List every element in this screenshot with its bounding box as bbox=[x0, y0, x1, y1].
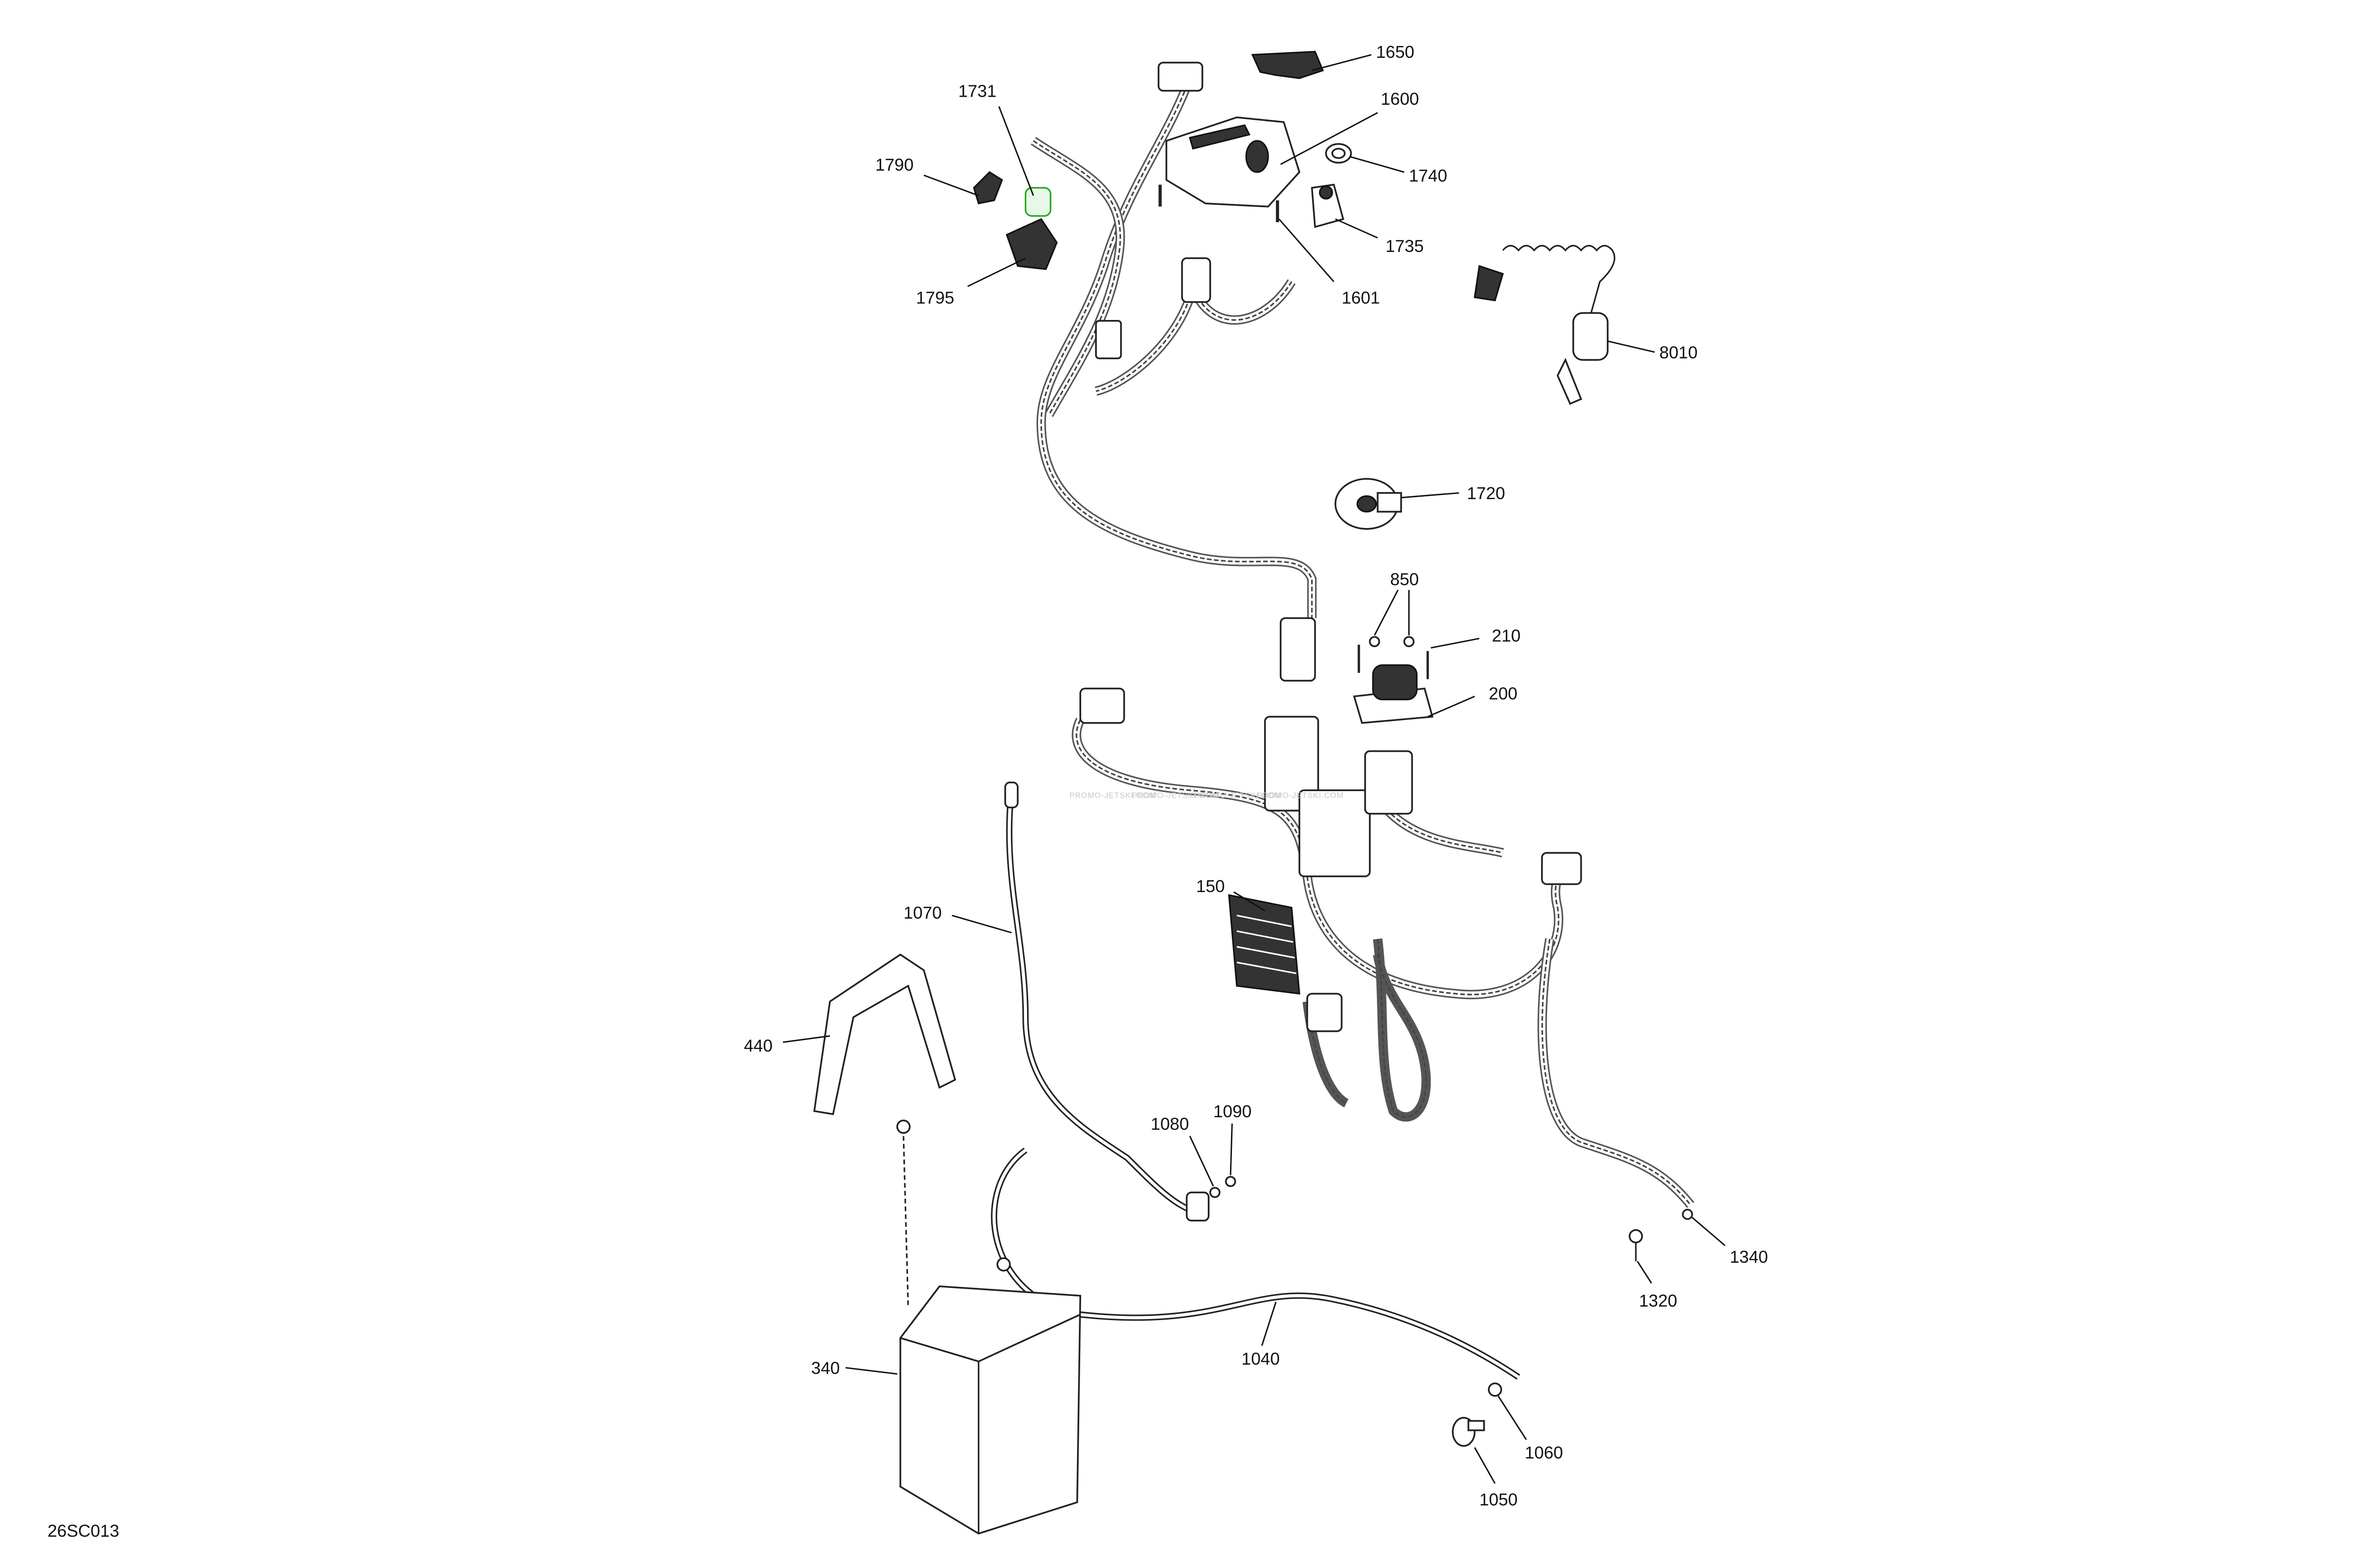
part-1731-sensor[interactable] bbox=[1024, 187, 1052, 217]
watermark: PROMO-JETSKI.COM PROMO-JETSKI.COM PROMO-… bbox=[1069, 792, 1344, 800]
part-1080-nut[interactable] bbox=[1209, 1186, 1221, 1198]
part-1090-washer[interactable] bbox=[1225, 1176, 1236, 1187]
part-1320-bolt[interactable] bbox=[1629, 1229, 1643, 1261]
callout-1320[interactable]: 1320 bbox=[1639, 1291, 1677, 1311]
part-150-voltage-regulator[interactable] bbox=[1228, 894, 1301, 995]
callout-1080[interactable]: 1080 bbox=[1151, 1114, 1189, 1134]
callout-1650[interactable]: 1650 bbox=[1376, 42, 1414, 62]
watermark-text: PROMO-JETSKI.COM bbox=[1069, 792, 1156, 800]
callout-1070[interactable]: 1070 bbox=[903, 903, 942, 922]
callout-440[interactable]: 440 bbox=[744, 1036, 773, 1056]
part-440-strap[interactable] bbox=[813, 953, 957, 1115]
watermark-text: PROMO-JETSKI.COM bbox=[1132, 792, 1219, 800]
callout-150[interactable]: 150 bbox=[1196, 876, 1225, 896]
part-1795-connector[interactable] bbox=[1005, 218, 1058, 270]
leader-lines bbox=[783, 54, 1726, 1484]
part-1070-cable[interactable] bbox=[1004, 781, 1210, 1222]
callout-1790[interactable]: 1790 bbox=[875, 155, 914, 174]
part-1060-washer[interactable] bbox=[1487, 1382, 1503, 1397]
part-1600-switch-module[interactable] bbox=[1165, 116, 1301, 208]
callout-200[interactable]: 200 bbox=[1489, 684, 1518, 703]
part-1340-nut[interactable] bbox=[1682, 1209, 1693, 1220]
watermark-text: PROMO-JETSKI.COM bbox=[1257, 792, 1344, 800]
callout-labels: 1650 1731 1600 1790 1740 1735 1795 1601 … bbox=[744, 42, 1768, 1509]
callout-1731[interactable]: 1731 bbox=[958, 82, 997, 101]
callout-1340[interactable]: 1340 bbox=[1730, 1247, 1768, 1267]
part-1735-knob[interactable] bbox=[1311, 183, 1344, 228]
callout-210[interactable]: 210 bbox=[1492, 626, 1521, 646]
part-1601-screw[interactable] bbox=[1158, 184, 1279, 222]
part-200-solenoid[interactable] bbox=[1353, 636, 1434, 724]
callout-1600[interactable]: 1600 bbox=[1381, 89, 1419, 109]
part-1050-bolt[interactable] bbox=[1452, 1417, 1485, 1447]
diagram-code: 26SC013 bbox=[47, 1521, 119, 1541]
callout-1720[interactable]: 1720 bbox=[1467, 483, 1505, 503]
callout-8010[interactable]: 8010 bbox=[1659, 343, 1698, 362]
callout-1740[interactable]: 1740 bbox=[1409, 166, 1447, 185]
wiring-harness[interactable] bbox=[1030, 62, 1695, 1208]
part-340-battery[interactable] bbox=[896, 1119, 1081, 1535]
watermark-text: PROMO-JETSKI.COM bbox=[1194, 792, 1281, 800]
part-1040-cable[interactable] bbox=[991, 1148, 1521, 1380]
part-1720-cap[interactable] bbox=[1334, 478, 1402, 530]
part-8010-safety-lanyard[interactable] bbox=[1474, 245, 1615, 405]
callout-850[interactable]: 850 bbox=[1390, 570, 1419, 589]
callout-1090[interactable]: 1090 bbox=[1213, 1102, 1252, 1121]
callout-1040[interactable]: 1040 bbox=[1241, 1349, 1280, 1368]
part-1650-connector[interactable] bbox=[1251, 51, 1324, 79]
callout-1060[interactable]: 1060 bbox=[1525, 1443, 1563, 1462]
callout-1795[interactable]: 1795 bbox=[916, 288, 954, 307]
callout-340[interactable]: 340 bbox=[811, 1358, 840, 1378]
callout-1050[interactable]: 1050 bbox=[1479, 1490, 1518, 1509]
callout-1601[interactable]: 1601 bbox=[1341, 288, 1380, 307]
callout-1735[interactable]: 1735 bbox=[1386, 237, 1424, 256]
part-1740-nut[interactable] bbox=[1325, 143, 1352, 164]
part-1790-clip[interactable] bbox=[973, 171, 1003, 205]
